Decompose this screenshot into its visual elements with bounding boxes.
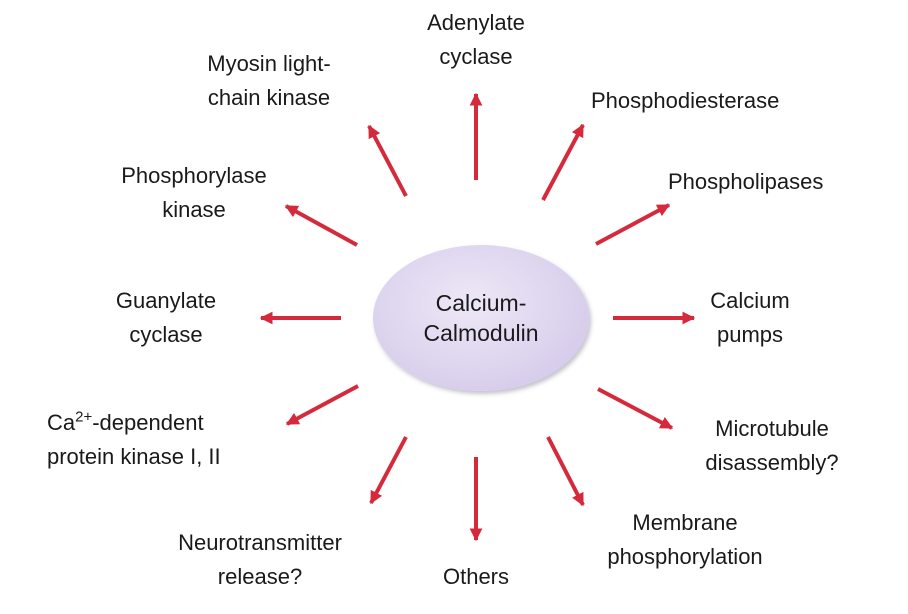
label-line: Phospholipases bbox=[668, 169, 824, 194]
label-line: Calcium bbox=[710, 288, 790, 313]
hub-label-line1: Calcium- bbox=[435, 290, 527, 316]
label-line: pumps bbox=[716, 322, 784, 347]
calcium-calmodulin-hub: Calcium- Calmodulin bbox=[373, 245, 589, 391]
arrow-myosin-light-chain-kinase bbox=[367, 124, 408, 197]
arrow-neurotransmitter-release bbox=[369, 436, 408, 505]
label-calcium-pumps: Calcium pumps bbox=[690, 284, 810, 352]
label-line: chain kinase bbox=[207, 85, 331, 110]
label-others: Others bbox=[416, 560, 536, 594]
arrow-phospholipases bbox=[595, 203, 671, 246]
ca-charge: 2+ bbox=[75, 408, 93, 426]
hub-label: Calcium- Calmodulin bbox=[423, 288, 538, 348]
ca-suffix: -dependent bbox=[92, 410, 204, 435]
label-adenylate-cyclase: Adenylate cyclase bbox=[396, 6, 556, 74]
ca-symbol: Ca bbox=[47, 410, 76, 435]
arrow-phosphodiesterase bbox=[541, 123, 585, 201]
arrow-microtubule-disassembly bbox=[597, 387, 674, 430]
label-membrane-phosphorylation: Membrane phosphorylation bbox=[576, 506, 794, 574]
label-line: kinase bbox=[162, 197, 226, 222]
label-ca-dependent-kinase: Ca2+-dependent protein kinase I, II bbox=[47, 406, 221, 474]
label-line: Neurotransmitter bbox=[178, 530, 342, 555]
label-line: Phosphorylase bbox=[121, 163, 267, 188]
label-microtubule-disassembly: Microtubule disassembly? bbox=[672, 412, 872, 480]
label-guanylate-cyclase: Guanylate cyclase bbox=[96, 284, 236, 352]
label-line: cyclase bbox=[439, 44, 513, 69]
label-myosin-light-chain-kinase: Myosin light- chain kinase bbox=[184, 47, 354, 115]
arrow-membrane-phosphorylation bbox=[546, 436, 585, 507]
label-line: Membrane bbox=[632, 510, 738, 535]
label-line: disassembly? bbox=[705, 450, 839, 475]
label-line: cyclase bbox=[129, 322, 203, 347]
label-line: Others bbox=[442, 564, 510, 589]
hub-label-line2: Calmodulin bbox=[423, 320, 539, 346]
label-line: release? bbox=[217, 564, 303, 589]
label-line: Ca2+-dependent bbox=[47, 406, 221, 440]
label-neurotransmitter-release: Neurotransmitter release? bbox=[144, 526, 376, 594]
label-line: Microtubule bbox=[715, 416, 829, 441]
label-line: Adenylate bbox=[427, 10, 525, 35]
label-phosphodiesterase: Phosphodiesterase bbox=[591, 84, 779, 118]
label-phosphorylase-kinase: Phosphorylase kinase bbox=[96, 159, 292, 227]
label-line: phosphorylation bbox=[607, 544, 763, 569]
label-line: protein kinase I, II bbox=[47, 444, 221, 469]
label-phospholipases: Phospholipases bbox=[668, 165, 823, 199]
label-line: Myosin light- bbox=[207, 51, 331, 76]
label-line: Guanylate bbox=[115, 288, 217, 313]
label-line: Phosphodiesterase bbox=[591, 88, 780, 113]
arrow-ca-dependent-kinase bbox=[285, 384, 359, 426]
arrow-phosphorylase-kinase bbox=[284, 204, 358, 247]
